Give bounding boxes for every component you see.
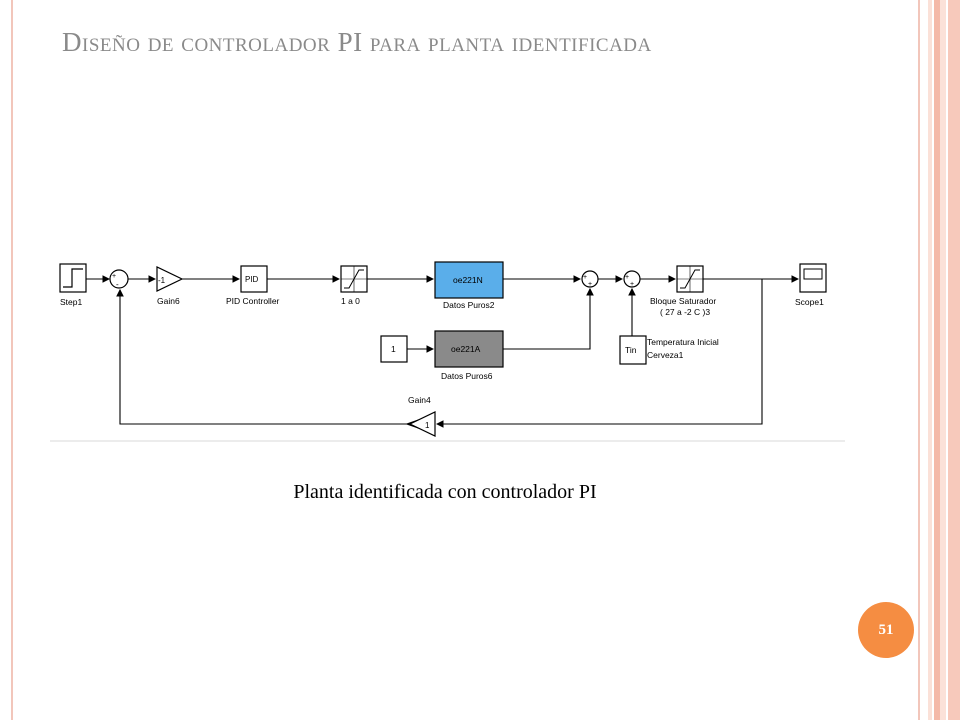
model-oe221n-label: Datos Puros2 (443, 300, 495, 310)
gain6-label: Gain6 (157, 296, 180, 306)
gain4-block[interactable]: 1 (405, 411, 436, 437)
signal-lines (86, 275, 800, 428)
svg-text:1: 1 (391, 344, 396, 354)
slide-frame-right (918, 0, 920, 720)
model-oe221a-label: Datos Puros6 (441, 371, 493, 381)
tin-block[interactable]: Tin (619, 335, 647, 365)
svg-text:+: + (625, 274, 629, 281)
gain6-block[interactable]: -1 (156, 266, 184, 292)
svg-text:1: 1 (425, 421, 430, 430)
slide-decorative-band (928, 0, 960, 720)
tin-label-1: Temperatura Inicial (647, 337, 719, 347)
model-oe221a-block[interactable]: oe221A (434, 330, 504, 368)
scope-label: Scope1 (795, 297, 824, 307)
pid-controller-label: PID Controller (226, 296, 280, 306)
svg-text:oe221A: oe221A (451, 344, 481, 354)
svg-text:+: + (112, 273, 116, 280)
slide-title: Diseño de controlador PI para planta ide… (62, 27, 652, 57)
svg-text:PID: PID (245, 275, 259, 284)
saturation-block-1[interactable] (340, 265, 368, 293)
svg-text:-1: -1 (158, 276, 166, 285)
gain4-label: Gain4 (408, 395, 431, 405)
sum-block-2[interactable]: + + (581, 270, 599, 288)
step-label: Step1 (60, 297, 82, 307)
tin-label-2: Cerveza1 (647, 350, 684, 360)
step-block[interactable] (59, 263, 87, 293)
saturation-2-label-1: Bloque Saturador (650, 296, 716, 306)
simulink-diagram: Step1 + - -1 Gain6 PID PID Controller 1 … (50, 261, 845, 442)
svg-text:oe221N: oe221N (453, 275, 483, 285)
sum-block-1[interactable]: + - (109, 269, 129, 289)
model-oe221n-block[interactable]: oe221N (434, 261, 504, 299)
constant-block[interactable]: 1 (380, 335, 408, 363)
svg-text:Tin: Tin (625, 345, 637, 355)
pid-controller-block[interactable]: PID (240, 265, 268, 293)
figure-caption: Planta identificada con controlador PI (293, 481, 597, 503)
svg-text:+: + (588, 281, 592, 288)
svg-text:+: + (583, 274, 587, 281)
svg-text:+: + (630, 281, 634, 288)
saturation-1-label: 1 a 0 (341, 296, 360, 306)
saturation-2-label-2: ( 27 a -2 C )3 (660, 307, 710, 317)
sum-block-3[interactable]: + + (623, 270, 641, 288)
slide-frame-left (11, 0, 13, 720)
scope-block[interactable] (799, 263, 827, 293)
saturation-block-2[interactable] (676, 265, 704, 293)
svg-text:-: - (116, 280, 119, 289)
page-number-badge: 51 (858, 602, 914, 658)
